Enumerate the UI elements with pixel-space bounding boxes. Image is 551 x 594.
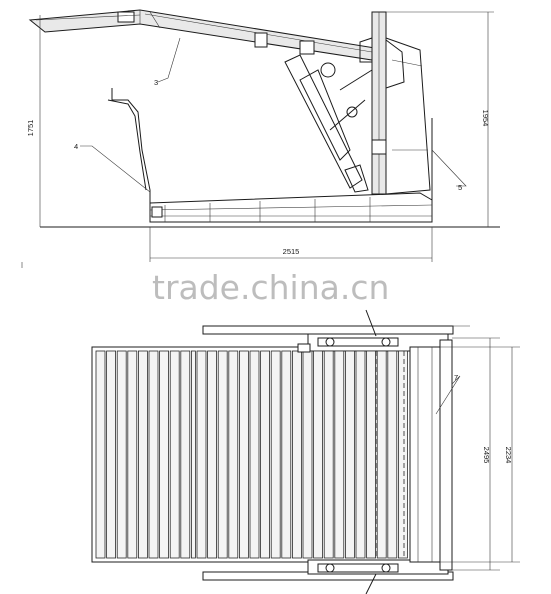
slat [334,350,345,559]
slat [302,350,313,559]
slat [313,350,324,559]
slat [387,350,398,559]
slat [116,350,127,559]
slat [207,350,218,559]
callout-7: 7 [454,373,458,382]
dim-height-label: 1751 [26,120,35,137]
slat [376,350,387,559]
callout-5: 5 [458,183,462,192]
slat [137,350,148,559]
slat [323,350,334,559]
slat [127,350,138,559]
callout-4: 4 [74,142,78,151]
dim-inner-label: 2495 [482,447,491,464]
slat [238,350,249,559]
slat [397,350,408,559]
slat [260,350,271,559]
slat [190,350,196,559]
slat [366,350,377,559]
platform-slats [95,350,408,559]
slat [344,350,355,559]
dim-length-label: 2515 [283,247,300,256]
slat [169,350,180,559]
slat [217,350,228,559]
side-view [21,9,500,268]
slat [95,350,106,559]
top-view [91,309,520,594]
slat [291,350,302,559]
slat [196,350,207,559]
watermark: trade.china.cn [152,268,389,307]
slat [106,350,116,559]
slat [270,350,281,559]
dim-right-label: 1954 [481,110,490,127]
slat [159,350,170,559]
slat [249,350,260,559]
slat [281,350,292,559]
callout-3: 3 [154,78,158,87]
slat [228,350,239,559]
slat [180,350,191,559]
slat [355,350,366,559]
slat [148,350,159,559]
dim-outer-label: 2234 [504,447,513,464]
